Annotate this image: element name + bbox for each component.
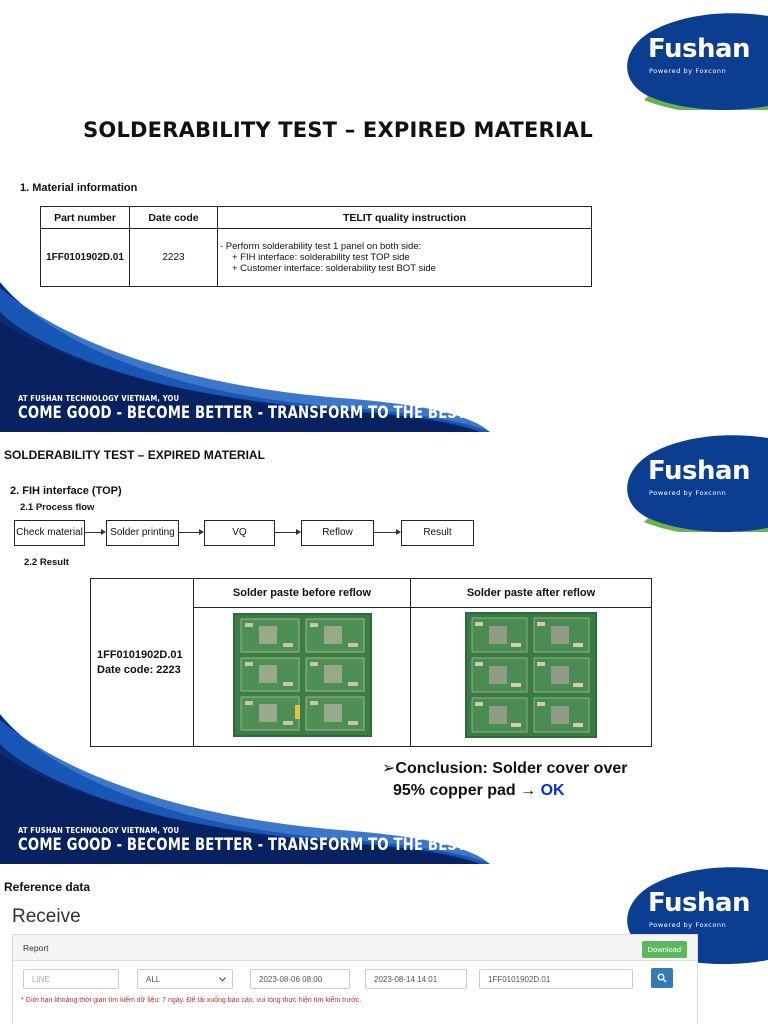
chevron-down-icon	[219, 977, 226, 982]
logo-subtitle: Powered by Foxconn	[649, 67, 727, 75]
photo-cell-before	[193, 607, 411, 747]
logo-wordmark: Fushan	[648, 456, 751, 486]
result-table: 1FF0101902D.01 Date code: 2223 Solder pa…	[90, 578, 652, 747]
col-header-part-number: Part number	[40, 206, 130, 229]
line-input[interactable]: LINE	[23, 969, 119, 989]
slide-fih-interface: AT FUSHAN TECHNOLOGY VIETNAM, YOU COME G…	[0, 432, 768, 864]
flow-step-solder-printing: Solder printing	[106, 520, 179, 546]
slide-title: SOLDERABILITY TEST – EXPIRED MATERIAL	[4, 448, 265, 462]
decorative-wave-banner	[0, 282, 490, 432]
flow-step-check-material: Check material	[14, 520, 85, 546]
sample-cell: 1FF0101902D.01 Date code: 2223	[90, 578, 194, 747]
instruction-line: + Customer interface: solderability test…	[232, 263, 436, 274]
col-header-before-reflow: Solder paste before reflow	[193, 578, 411, 608]
cell-part-number: 1FF0101902D.01	[40, 228, 130, 287]
subsection-result: 2.2 Result	[24, 557, 69, 568]
slide-title: SOLDERABILITY TEST – EXPIRED MATERIAL	[83, 118, 593, 142]
photo-cell-after	[410, 607, 652, 747]
section-heading: Reference data	[4, 880, 91, 894]
tagline-main: COME GOOD - BECOME BETTER - TRANSFORM TO…	[18, 403, 467, 423]
col-header-date-code: Date code	[129, 206, 218, 229]
section-heading: 2. FIH interface (TOP)	[10, 485, 122, 497]
flow-connector	[85, 532, 101, 533]
conclusion-coverage: 95% copper pad →	[393, 782, 537, 799]
instruction-line: + FIH interface: solderability test TOP …	[232, 252, 410, 263]
pcb-panel-before-reflow-image	[232, 612, 372, 737]
flow-step-reflow: Reflow	[301, 520, 374, 546]
sample-part-number: 1FF0101902D.01	[97, 648, 183, 661]
decorative-wave-banner	[0, 714, 490, 864]
report-panel: Report Download LINE ALL 2023-08-06 08:0…	[12, 934, 698, 1024]
flow-arrow-icon	[199, 529, 204, 535]
material-table: Part number Date code TELIT quality inst…	[40, 206, 592, 287]
flow-connector	[275, 532, 296, 533]
logo-subtitle: Powered by Foxconn	[649, 489, 727, 497]
conclusion-text: ➢Conclusion: Solder cover over 95% coppe…	[382, 758, 627, 802]
end-time-input[interactable]: 2023-08-14 14:01	[365, 969, 467, 989]
tagline-small: AT FUSHAN TECHNOLOGY VIETNAM, YOU	[18, 826, 180, 835]
conclusion-line-1: ➢Conclusion: Solder cover over	[382, 760, 628, 777]
tagline-small: AT FUSHAN TECHNOLOGY VIETNAM, YOU	[18, 394, 180, 403]
col-header-instruction: TELIT quality instruction	[217, 206, 592, 229]
cell-instruction: - Perform solderability test 1 panel on …	[217, 228, 592, 287]
search-icon	[657, 973, 667, 983]
flow-arrow-icon	[101, 529, 106, 535]
fushan-logo: Fushan Powered by Foxconn	[618, 432, 768, 532]
flow-connector	[179, 532, 199, 533]
logo-wordmark: Fushan	[648, 888, 751, 918]
line-select-value: ALL	[146, 975, 161, 984]
flow-step-vq: VQ	[204, 520, 275, 546]
slide-material-information: AT FUSHAN TECHNOLOGY VIETNAM, YOU COME G…	[0, 0, 768, 432]
flow-connector	[374, 532, 396, 533]
conclusion-line-2: 95% copper pad → OK	[382, 780, 627, 802]
flow-step-result: Result	[401, 520, 474, 546]
download-button[interactable]: Download	[641, 941, 687, 958]
fushan-logo: Fushan Powered by Foxconn	[618, 10, 768, 110]
slide-reference-data: Fushan Powered by Foxconn Reference data…	[0, 864, 768, 1024]
panel-header: Report Download	[13, 935, 697, 961]
section-heading: 1. Material information	[20, 182, 138, 194]
line-select[interactable]: ALL	[137, 969, 233, 989]
tagline-main: COME GOOD - BECOME BETTER - TRANSFORM TO…	[18, 835, 467, 855]
ok-status-badge: OK	[540, 782, 565, 799]
flow-arrow-icon	[296, 529, 301, 535]
flow-arrow-icon	[396, 529, 401, 535]
search-warning-text: * Giới hạn khoảng thời gian tìm kiếm dữ …	[21, 997, 362, 1004]
logo-subtitle: Powered by Foxconn	[649, 921, 727, 929]
cell-date-code: 2223	[129, 228, 218, 287]
page-title: Receive	[12, 906, 81, 927]
start-time-input[interactable]: 2023-08-06 08:00	[250, 969, 350, 989]
panel-title: Report	[23, 943, 49, 953]
subsection-process-flow: 2.1 Process flow	[20, 502, 95, 513]
col-header-after-reflow: Solder paste after reflow	[410, 578, 652, 608]
part-number-input[interactable]: 1FF0101902D.01	[479, 969, 633, 989]
pcb-panel-after-reflow-image	[465, 611, 597, 738]
logo-wordmark: Fushan	[648, 34, 751, 64]
search-button[interactable]	[651, 968, 673, 988]
instruction-line: - Perform solderability test 1 panel on …	[220, 241, 422, 252]
sample-date-code: Date code: 2223	[97, 663, 181, 676]
